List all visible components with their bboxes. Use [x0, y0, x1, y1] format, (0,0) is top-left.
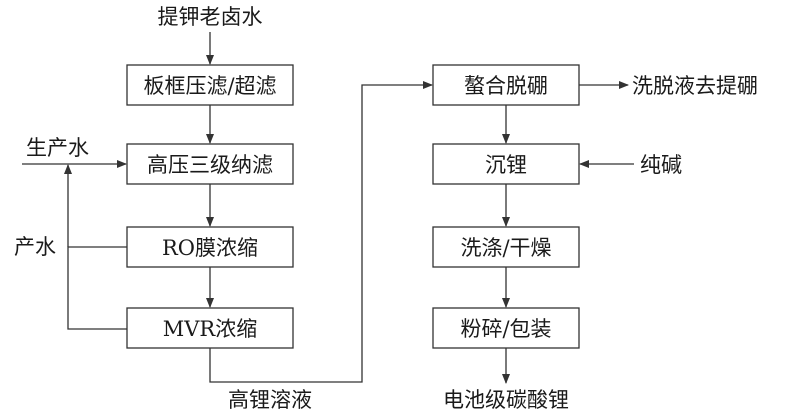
- box-crushing-packaging-label: 粉碎/包装: [460, 317, 551, 341]
- box-washing-drying-label: 洗涤/干燥: [460, 236, 551, 260]
- label-product-water: 产水: [14, 235, 56, 259]
- box-ro-concentration-label: RO膜浓缩: [162, 236, 258, 260]
- box-boron-removal-label: 螯合脱硼: [464, 74, 548, 98]
- box-crushing-packaging: 粉碎/包装: [432, 307, 580, 349]
- box-lithium-precipitation-label: 沉锂: [485, 153, 527, 177]
- box-nanofiltration: 高压三级纳滤: [126, 143, 294, 185]
- label-high-lithium-solution: 高锂溶液: [228, 388, 312, 412]
- label-soda-ash: 纯碱: [640, 153, 682, 177]
- box-filtration: 板框压滤/超滤: [126, 64, 294, 106]
- box-boron-removal: 螯合脱硼: [432, 64, 580, 106]
- label-battery-grade-lithium-carbonate: 电池级碳酸锂: [443, 388, 569, 412]
- box-ro-concentration: RO膜浓缩: [126, 226, 294, 268]
- box-filtration-label: 板框压滤/超滤: [143, 74, 276, 98]
- input-label-brine: 提钾老卤水: [158, 5, 263, 29]
- label-eluate-to-boron: 洗脱液去提硼: [632, 74, 758, 98]
- box-mvr-concentration-label: MVR浓缩: [163, 317, 257, 341]
- loop-product-water: [67, 246, 127, 330]
- box-mvr-concentration: MVR浓缩: [126, 307, 294, 349]
- box-lithium-precipitation: 沉锂: [432, 143, 580, 185]
- box-washing-drying: 洗涤/干燥: [432, 226, 580, 268]
- box-nanofiltration-label: 高压三级纳滤: [147, 153, 273, 177]
- connector-high-lithium-solution: [209, 81, 433, 383]
- label-production-water: 生产水: [26, 136, 89, 160]
